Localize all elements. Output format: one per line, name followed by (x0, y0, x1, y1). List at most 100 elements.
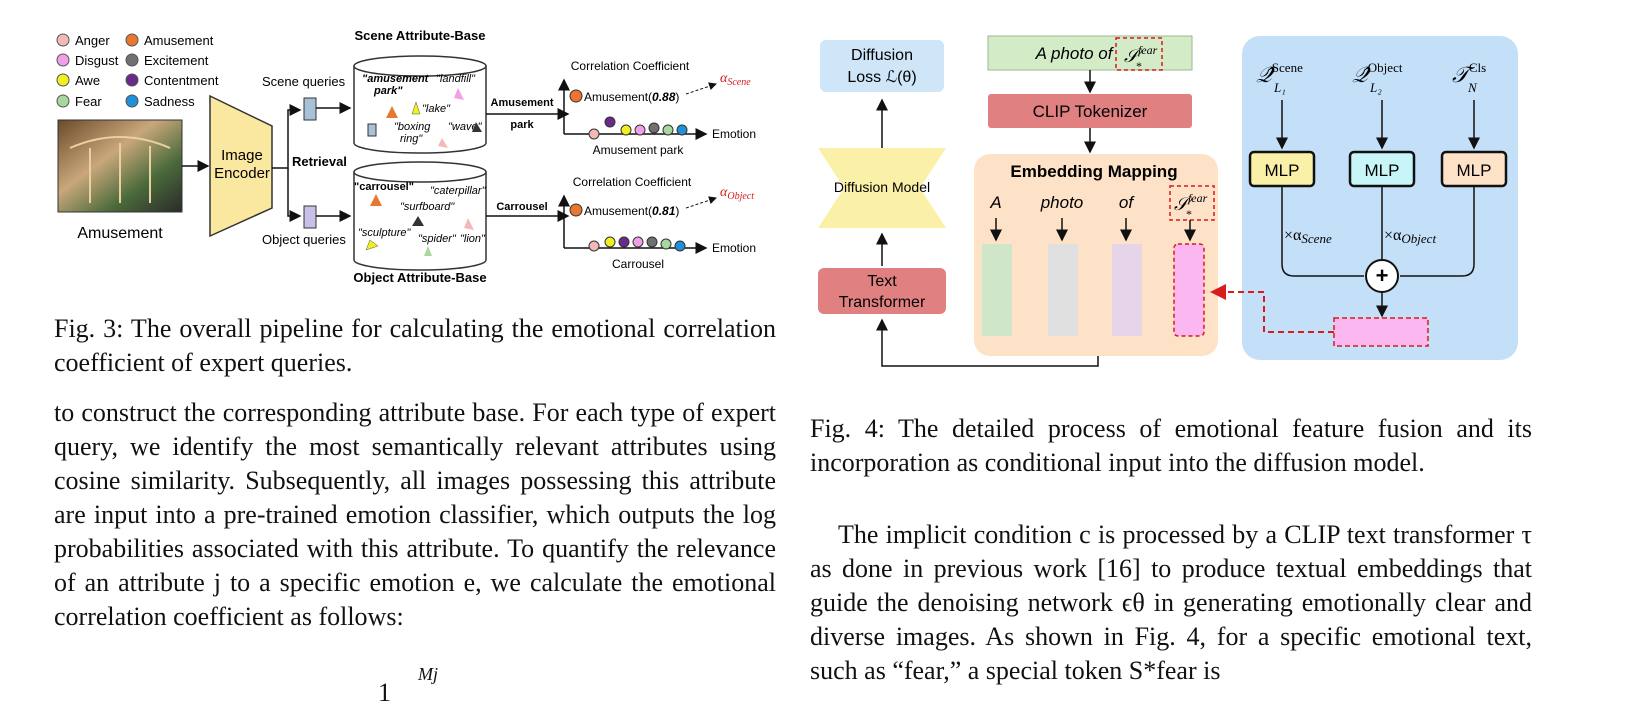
scene-arrow-label-2: park (510, 119, 534, 131)
fear-token-sub: * (1136, 59, 1142, 73)
alpha-object: αObject (720, 185, 754, 202)
scene-corr-title: Correlation Coefficient (571, 59, 690, 73)
image-encoder (209, 94, 273, 238)
mlp-scene-label: MLP (1265, 161, 1300, 180)
scene-word-amusement: "amusement (362, 73, 430, 85)
object-base-title: Object Attribute-Base (353, 270, 486, 285)
embedding-mapping-title: Embedding Mapping (1010, 162, 1177, 181)
equation-sum-upper: Mj (418, 664, 438, 684)
scene-value-label: Amusement(0.88) (584, 90, 679, 104)
text-transformer-box (818, 268, 946, 314)
object-word-surfboard: "surfboard" (400, 201, 455, 213)
fused-embedding (1333, 317, 1429, 347)
scene-word-ring: ring" (400, 133, 423, 145)
body-paragraph-right: The implicit condition c is processed by… (810, 520, 1532, 685)
fear-token-highlight (1115, 37, 1163, 71)
carousel-sketch (69, 136, 171, 203)
object-correlation-plot: Correlation Coefficient Amusement(0.81) … (558, 175, 756, 271)
object-query-token (303, 205, 317, 229)
times-alpha-scene: ×αScene (1284, 227, 1332, 246)
sum-node-label: + (1376, 263, 1389, 288)
scene-word-landfill: "landfill" (436, 73, 476, 85)
diffusion-loss-label-1: Diffusion (851, 47, 913, 64)
legend-anger: Anger (75, 33, 110, 48)
object-word-lion: "lion" (460, 233, 486, 245)
scene-arrow-label-1: Amusement (491, 97, 554, 109)
body-paragraph-left: to construct the corresponding attribute… (54, 398, 776, 631)
scene-queries-label: Scene queries (262, 74, 346, 89)
q-scene: 𝒬̂Scene (1256, 60, 1303, 87)
legend-sadness: Sadness (144, 94, 195, 109)
mlp-object-label: MLP (1365, 161, 1400, 180)
figure-3-pipeline: Anger Amusement Disgust Excitement Awe C… (56, 28, 756, 285)
legend-dot-disgust (56, 53, 70, 67)
clip-tokenizer-label: CLIP Tokenizer (1033, 102, 1148, 121)
scene-correlation-plot: Correlation Coefficient Amusement(0.88) … (558, 59, 756, 157)
scene-base-title: Scene Attribute-Base (355, 28, 486, 43)
legend-fear: Fear (75, 94, 102, 109)
scene-emotion-axis: Emotion (712, 127, 756, 141)
object-attribute-base: Object Attribute-Base "carrousel" "cater… (353, 161, 487, 285)
legend-contentment: Contentment (144, 73, 219, 88)
object-word-sculpture: "sculpture" (358, 227, 412, 239)
embed-vector-photo (1048, 244, 1078, 336)
text-transformer-label-2: Transformer (839, 294, 926, 311)
equation-fraction-num: 1 (378, 678, 391, 707)
fusion-panel (1242, 36, 1518, 360)
object-plot-caption: Carrousel (612, 257, 664, 271)
word-of: of (1119, 193, 1135, 212)
object-word-caterpillar: "caterpillar" (430, 185, 487, 197)
legend-dot-amusement (125, 33, 139, 47)
scene-attribute-base: Scene Attribute-Base "amusement park" "l… (353, 28, 487, 154)
fear-token-embed-sub: * (1186, 207, 1192, 221)
retrieval-label: Retrieval (292, 154, 347, 169)
legend-awe: Awe (75, 73, 100, 88)
object-arrow-label: Carrousel (496, 201, 547, 213)
legend-dot-sadness (125, 94, 139, 108)
q-scene-sub: L₁ (1273, 80, 1286, 95)
diffusion-loss-box (820, 40, 944, 92)
clip-tokenizer-box (988, 94, 1192, 128)
legend-amusement: Amusement (144, 33, 214, 48)
figure-4-caption: Fig. 4: The detailed process of emotiona… (810, 414, 1532, 477)
input-label: Amusement (77, 225, 163, 242)
encoder-label-1: Image (221, 147, 263, 164)
mlp-cls-label: MLP (1457, 161, 1492, 180)
diffusion-model-shape (818, 148, 946, 228)
q-object: 𝒬̂Object (1352, 60, 1403, 87)
figure-4-fusion: Diffusion Loss ℒ(θ) Diffusion Model Text… (818, 35, 1518, 367)
figure-3-caption: Fig. 3: The overall pipeline for calcula… (54, 314, 776, 377)
legend-disgust: Disgust (75, 53, 119, 68)
q-object-sub: L₂ (1369, 80, 1382, 95)
encoder-label-2: Encoder (214, 165, 270, 182)
object-word-spider: "spider" (418, 233, 457, 245)
legend-dot-fear (56, 94, 70, 108)
legend-excitement: Excitement (144, 53, 209, 68)
word-photo: photo (1040, 193, 1084, 212)
object-queries-label: Object queries (262, 232, 346, 247)
times-alpha-object: ×αObject (1384, 227, 1436, 246)
object-word-carrousel: "carrousel" (354, 181, 414, 193)
scene-query-token (303, 97, 317, 121)
legend-dot-anger (56, 33, 70, 47)
prompt-box (987, 35, 1193, 71)
embed-vector-of (1112, 244, 1142, 336)
diffusion-loss-label-2: Loss ℒ(θ) (847, 69, 916, 86)
word-a: A (989, 193, 1001, 212)
scene-word-boxing: "boxing (394, 121, 431, 133)
object-emotion-axis: Emotion (712, 241, 756, 255)
legend-dot-excitement (125, 53, 139, 67)
prompt-text: A photo of (1035, 44, 1115, 63)
legend-dot-contentment (125, 73, 139, 87)
emotion-legend: Anger Amusement Disgust Excitement Awe C… (56, 33, 219, 109)
t-cls-sub: N (1467, 80, 1478, 95)
object-value-label: Amusement(0.81) (584, 204, 679, 218)
scene-word-lake: "lake" (422, 103, 451, 115)
object-corr-title: Correlation Coefficient (573, 175, 692, 189)
legend-dot-awe (56, 73, 70, 87)
scene-word-park: park" (373, 85, 403, 97)
scene-plot-caption: Amusement park (593, 143, 685, 157)
embed-vector-a (982, 244, 1012, 336)
embedding-mapping-panel (974, 154, 1218, 356)
diffusion-model-label: Diffusion Model (834, 179, 930, 195)
